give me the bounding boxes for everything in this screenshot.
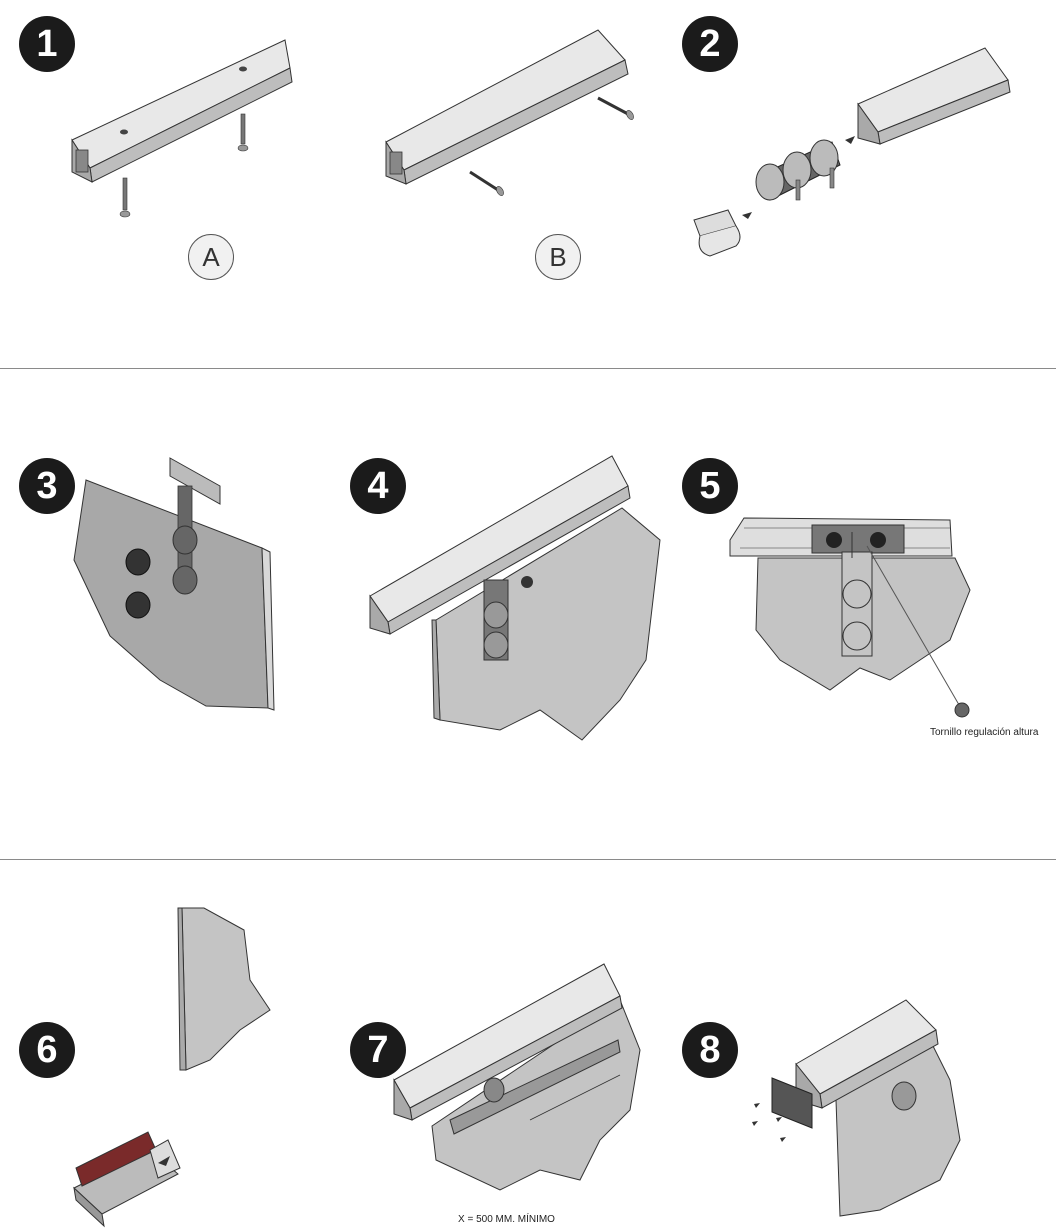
step-badge-3: 3 xyxy=(19,458,75,514)
step8-end-cap xyxy=(752,1077,813,1142)
step7-glass xyxy=(431,999,641,1191)
step7-rail xyxy=(393,963,623,1135)
step3-bracket xyxy=(169,457,221,595)
section-divider-bottom xyxy=(0,859,1056,860)
step1b-rail xyxy=(385,29,629,185)
step1-screw-left xyxy=(119,177,131,218)
step-badge-7: 7 xyxy=(350,1022,406,1078)
step2-rail xyxy=(857,47,1011,145)
step4-rail xyxy=(369,455,631,635)
section-divider-top xyxy=(0,368,1056,369)
step3-glass xyxy=(73,479,275,711)
step1-rail xyxy=(71,39,293,183)
step2-bracket xyxy=(693,209,741,257)
step-badge-4: 4 xyxy=(350,458,406,514)
step5-callout xyxy=(866,545,970,718)
step-badge-6: 6 xyxy=(19,1022,75,1078)
step5-hanger xyxy=(811,524,905,657)
step2-arrows xyxy=(742,136,855,219)
option-b-label: B xyxy=(535,234,581,280)
step-badge-8: 8 xyxy=(682,1022,738,1078)
step6-glass xyxy=(177,907,271,1071)
step-badge-1: 1 xyxy=(19,16,75,72)
step2-trolley xyxy=(755,139,841,201)
step8-glass xyxy=(835,1039,961,1217)
step-badge-5: 5 xyxy=(682,458,738,514)
step6-floor-guide xyxy=(73,1131,181,1228)
step3-roller-buttons xyxy=(125,548,151,619)
step4-trolley xyxy=(483,576,533,661)
height-screw-caption: Tornillo regulación altura xyxy=(930,727,1039,738)
min-distance-caption: X = 500 MM. MÍNIMO xyxy=(458,1214,555,1225)
step1-screw-right xyxy=(237,113,249,152)
step1b-screws xyxy=(469,96,634,196)
option-a-label: A xyxy=(188,234,234,280)
step4-glass xyxy=(431,507,661,741)
step-badge-2: 2 xyxy=(682,16,738,72)
